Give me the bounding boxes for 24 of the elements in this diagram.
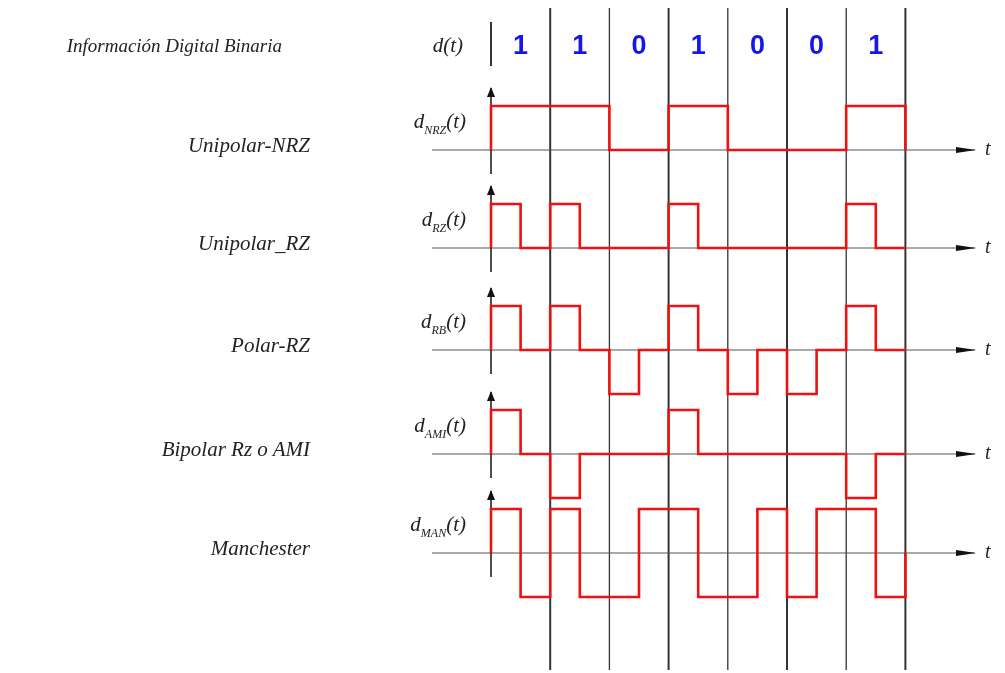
row-label: Bipolar Rz o AMI [161,438,310,460]
bit-value: 1 [690,31,706,59]
signal-name: d$_{RB}$(t) [421,310,466,336]
bit-value: 1 [868,31,884,59]
bit-value: 1 [513,31,529,59]
bit-value: 0 [809,31,825,59]
row-label: Manchester [210,537,310,559]
row-label: Unipolar-NRZ [187,134,310,156]
row-label: Unipolar_RZ [198,232,310,254]
row-label: Información Digital Binaria [66,35,282,55]
time-axis-label: t [985,442,991,462]
bit-value: 0 [749,31,765,59]
bit-value: 0 [631,31,647,59]
signal-name: d$_{AMI}$(t) [414,414,466,440]
signal-name: d$_{NRZ}$(t) [413,110,466,136]
time-axis-label: t [985,541,991,561]
signal-name: d$_{MAN}$(t) [410,513,466,539]
time-axis-label: t [985,138,991,158]
time-axis-label: t [985,236,991,256]
row-label: Polar-RZ [231,334,310,356]
signal-name: d(t) [432,34,463,56]
bit-value: 1 [572,31,588,59]
signal-name: d$_{RZ}$(t) [421,208,466,234]
time-axis-label: t [985,338,991,358]
